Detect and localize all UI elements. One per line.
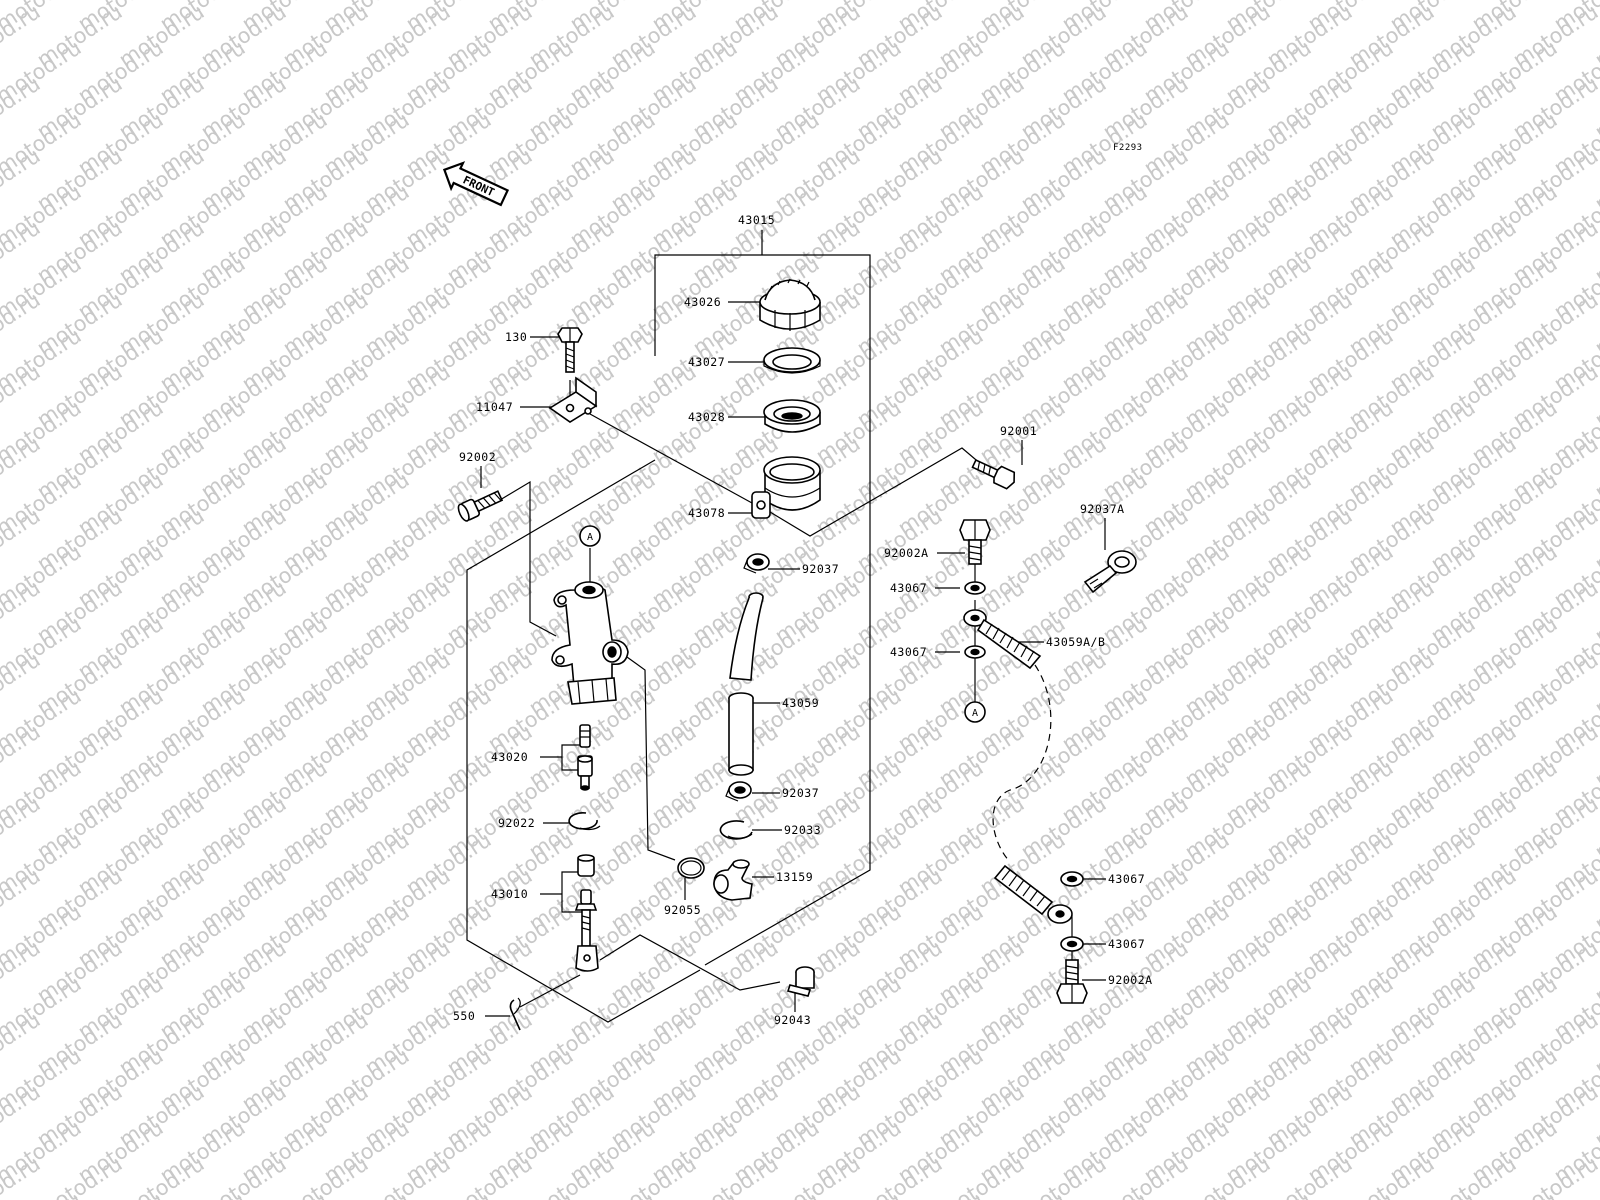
label-43020: 43020 <box>491 750 528 764</box>
label-43059AB: 43059A/B <box>1046 635 1105 649</box>
push-rod-43010 <box>574 854 599 972</box>
label-43010: 43010 <box>491 887 528 901</box>
label-43028: 43028 <box>688 410 725 424</box>
figure-code: F2293 <box>1113 143 1143 153</box>
diaphragm-43028 <box>763 399 821 433</box>
label-43067-3: 43067 <box>1108 872 1145 886</box>
label-130: 130 <box>505 330 527 344</box>
label-92037A: 92037A <box>1080 502 1125 516</box>
oring-92055 <box>677 857 705 879</box>
gasket-43027 <box>763 347 821 374</box>
label-92022: 92022 <box>498 816 535 830</box>
washer-43067-4 <box>1060 936 1084 952</box>
label-92037-bottom: 92037 <box>782 786 819 800</box>
washer-43067-3 <box>1060 871 1084 887</box>
label-43026: 43026 <box>684 295 721 309</box>
ref-mark-a-cylinder: A <box>579 525 601 547</box>
label-43067-1: 43067 <box>890 581 927 595</box>
label-92002A-bottom: 92002A <box>1108 973 1153 987</box>
label-43067-4: 43067 <box>1108 937 1145 951</box>
label-92002: 92002 <box>459 450 496 464</box>
label-92055: 92055 <box>664 903 701 917</box>
label-92037-top: 92037 <box>802 562 839 576</box>
ref-mark-a-hose: A <box>964 701 986 723</box>
label-43027: 43027 <box>688 355 725 369</box>
washer-43067-1 <box>964 581 986 595</box>
label-11047: 11047 <box>476 400 513 414</box>
washer-43067-2 <box>964 645 986 659</box>
reservoir-43078 <box>751 456 821 519</box>
label-550: 550 <box>453 1009 475 1023</box>
label-43059: 43059 <box>782 696 819 710</box>
label-43067-2: 43067 <box>890 645 927 659</box>
label-92033: 92033 <box>784 823 821 837</box>
label-92002A-top: 92002A <box>884 546 929 560</box>
label-43015: 43015 <box>738 213 775 227</box>
label-43078: 43078 <box>688 506 725 520</box>
ref-mark-a-hose-label: A <box>972 708 978 719</box>
label-92001: 92001 <box>1000 424 1037 438</box>
label-13159: 13159 <box>776 870 813 884</box>
piston-kit-43020 <box>577 724 593 791</box>
label-92043: 92043 <box>774 1013 811 1027</box>
ref-mark-a-cylinder-label: A <box>587 532 593 543</box>
